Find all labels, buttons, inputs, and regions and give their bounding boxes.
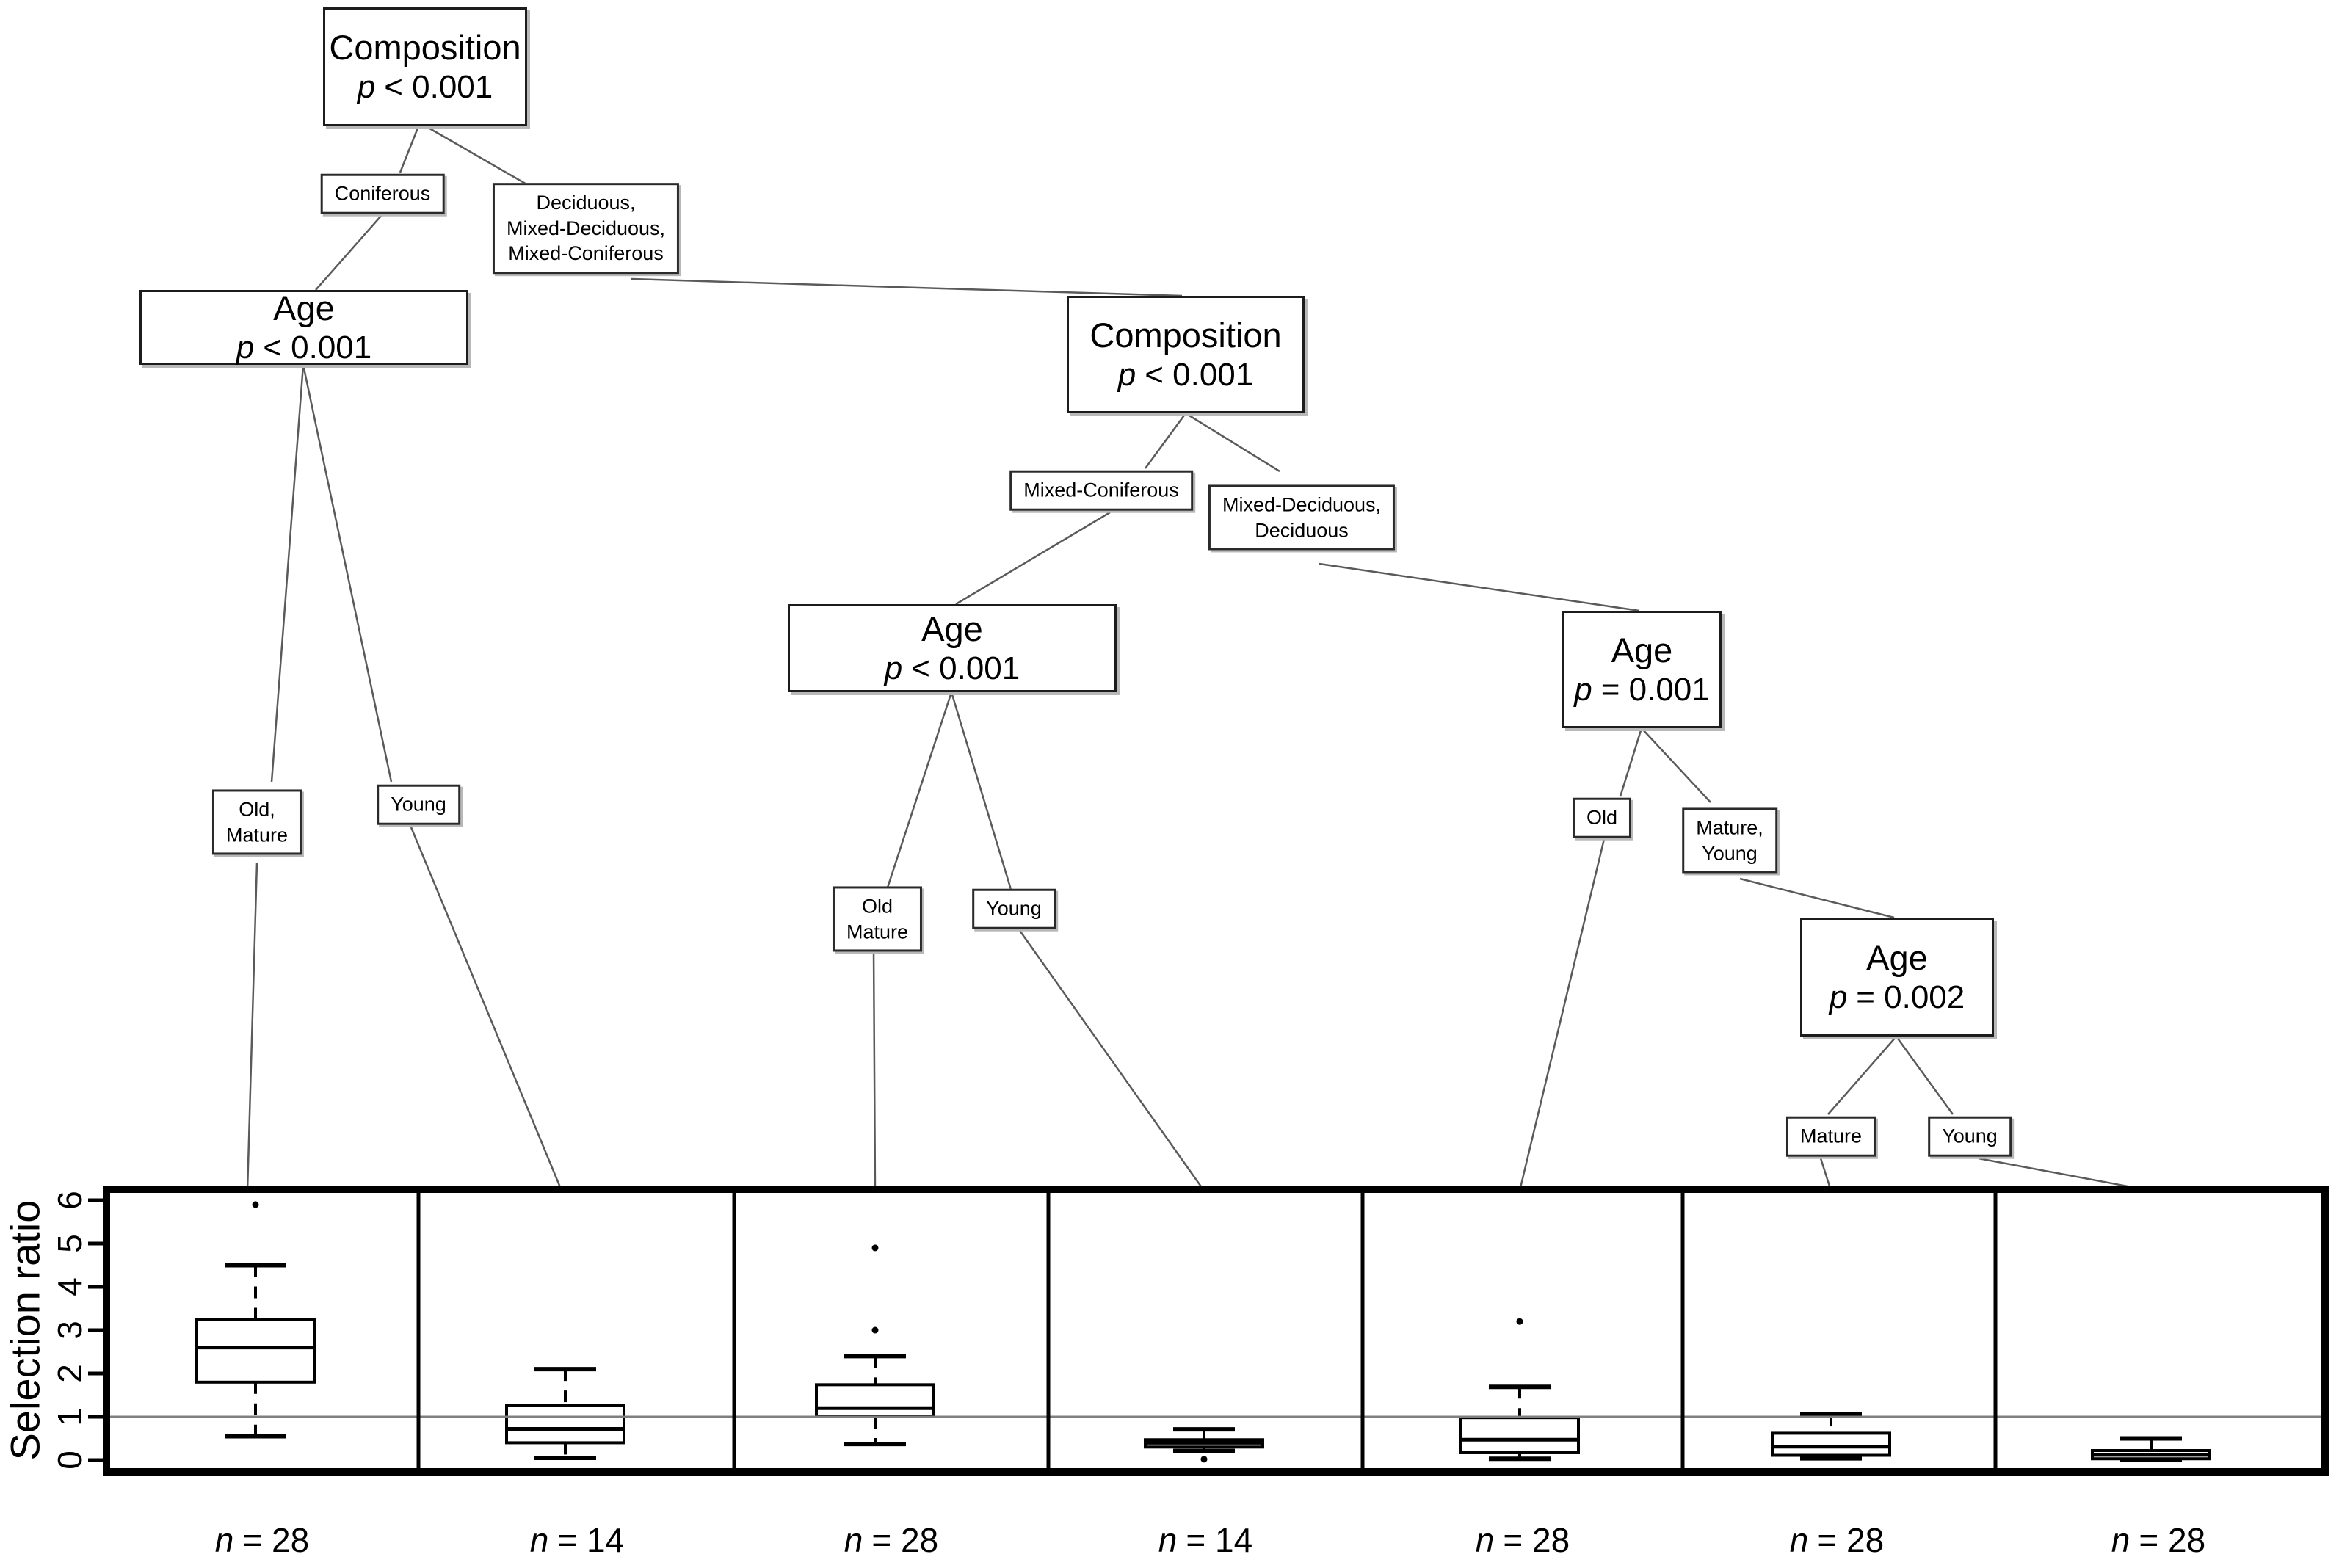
tree-node-age-bottom: Age p= 0.002 [1800, 918, 1994, 1037]
branch-label-mature-bottom: Mature [1785, 1116, 1876, 1157]
boxplot-iqr-box [1771, 1431, 1891, 1457]
node-p-value: p< 0.001 [236, 329, 372, 366]
tree-node-age-left: Age p< 0.001 [139, 288, 468, 366]
n-label-panel-6: n= 28 [1789, 1521, 1885, 1559]
branch-label-young-left: Young [377, 784, 460, 825]
node-p-value: p< 0.001 [1117, 356, 1254, 393]
node-p-value: p= 0.002 [1829, 979, 1965, 1015]
y-tick-3: 3 [51, 1321, 89, 1340]
y-tick-4: 4 [51, 1277, 89, 1296]
n-label-panel-7: n= 28 [2111, 1521, 2206, 1559]
y-tick-1: 1 [51, 1407, 89, 1426]
tree-connector-line [955, 511, 1111, 606]
boxplot-iqr-box [505, 1404, 625, 1445]
branch-label-old-right: Old [1572, 797, 1632, 838]
tree-connector-line [885, 692, 953, 890]
n-label-panel-5: n= 28 [1475, 1521, 1570, 1559]
tree-connector-line [950, 692, 1013, 893]
tree-connector-line [872, 948, 877, 1191]
tree-connector-line [410, 827, 563, 1191]
tree-connector-line [1185, 412, 1280, 473]
tree-node-age-right: Age p= 0.001 [1562, 611, 1722, 728]
boxplot-outlier-point [1516, 1318, 1523, 1325]
branch-label-mixed-deciduous-group: Mixed-Deciduous, Deciduous [1208, 484, 1396, 551]
n-label-panel-2: n= 14 [529, 1521, 625, 1559]
branch-label-old-mature-left: Old, Mature [211, 789, 302, 855]
branch-label-young-middle: Young [972, 888, 1056, 929]
tree-node-age-middle: Age p< 0.001 [788, 604, 1117, 692]
n-label-panel-3: n= 28 [844, 1521, 939, 1559]
tree-connector-line [1895, 1036, 1954, 1115]
boxplot-iqr-box [195, 1318, 316, 1384]
tree-connector-line [1518, 838, 1606, 1191]
node-p-value: p< 0.001 [884, 650, 1020, 686]
y-tick-6: 6 [51, 1191, 89, 1210]
tree-connector-line [246, 862, 258, 1191]
node-label: Age [273, 288, 335, 328]
boxplot-iqr-box [815, 1383, 935, 1418]
branch-label-mature-young-right: Mature, Young [1682, 807, 1777, 874]
tree-node-composition-root: Composition p< 0.001 [323, 7, 527, 126]
boxplot-outlier-point [252, 1201, 259, 1208]
branch-label-old-mature-middle: Old Mature [832, 886, 923, 952]
y-tick-0: 0 [51, 1451, 89, 1470]
boxplot-outlier-point [871, 1244, 879, 1252]
node-label: Composition [329, 28, 521, 68]
tree-connector-line [631, 277, 1183, 297]
branch-label-mixed-coniferous: Mixed-Coniferous [1009, 470, 1193, 511]
node-label: Composition [1089, 316, 1282, 355]
tree-connector-line [1819, 1158, 1832, 1191]
boxplot-outlier-point [871, 1326, 879, 1334]
tree-connector-line [302, 364, 393, 783]
tree-connector-line [1619, 727, 1643, 797]
tree-connector-line [1739, 877, 1895, 919]
tree-connector-line [399, 126, 420, 173]
tree-connector-line [1015, 926, 1205, 1191]
tree-connector-line [1144, 413, 1187, 469]
y-tick-2: 2 [51, 1364, 89, 1383]
node-label: Age [1866, 938, 1928, 978]
branch-label-deciduous-group: Deciduous, Mixed-Deciduous, Mixed-Conife… [492, 183, 680, 274]
branch-label-coniferous: Coniferous [320, 173, 445, 214]
tree-connector-line [1978, 1157, 2152, 1192]
branch-label-young-bottom: Young [1928, 1116, 2012, 1157]
y-tick-5: 5 [51, 1234, 89, 1253]
tree-connector-line [425, 125, 539, 192]
n-label-panel-1: n= 28 [214, 1521, 310, 1559]
n-label-panel-4: n= 14 [1158, 1521, 1253, 1559]
tree-connector-line [270, 364, 305, 783]
tree-connector-line [1827, 1036, 1897, 1115]
node-label: Age [1611, 631, 1673, 670]
boxplot-iqr-box [1459, 1416, 1580, 1454]
boxplot-outlier-point [1200, 1456, 1208, 1463]
tree-connector-line [315, 214, 382, 291]
y-axis-title: Selection ratio [1, 1199, 48, 1461]
node-p-value: p< 0.001 [357, 68, 493, 105]
tree-connector-line [1319, 562, 1640, 612]
tree-connector-line [1641, 727, 1711, 803]
node-label: Age [921, 609, 983, 649]
tree-node-composition-2: Composition p< 0.001 [1067, 296, 1305, 413]
node-p-value: p= 0.001 [1574, 671, 1710, 708]
